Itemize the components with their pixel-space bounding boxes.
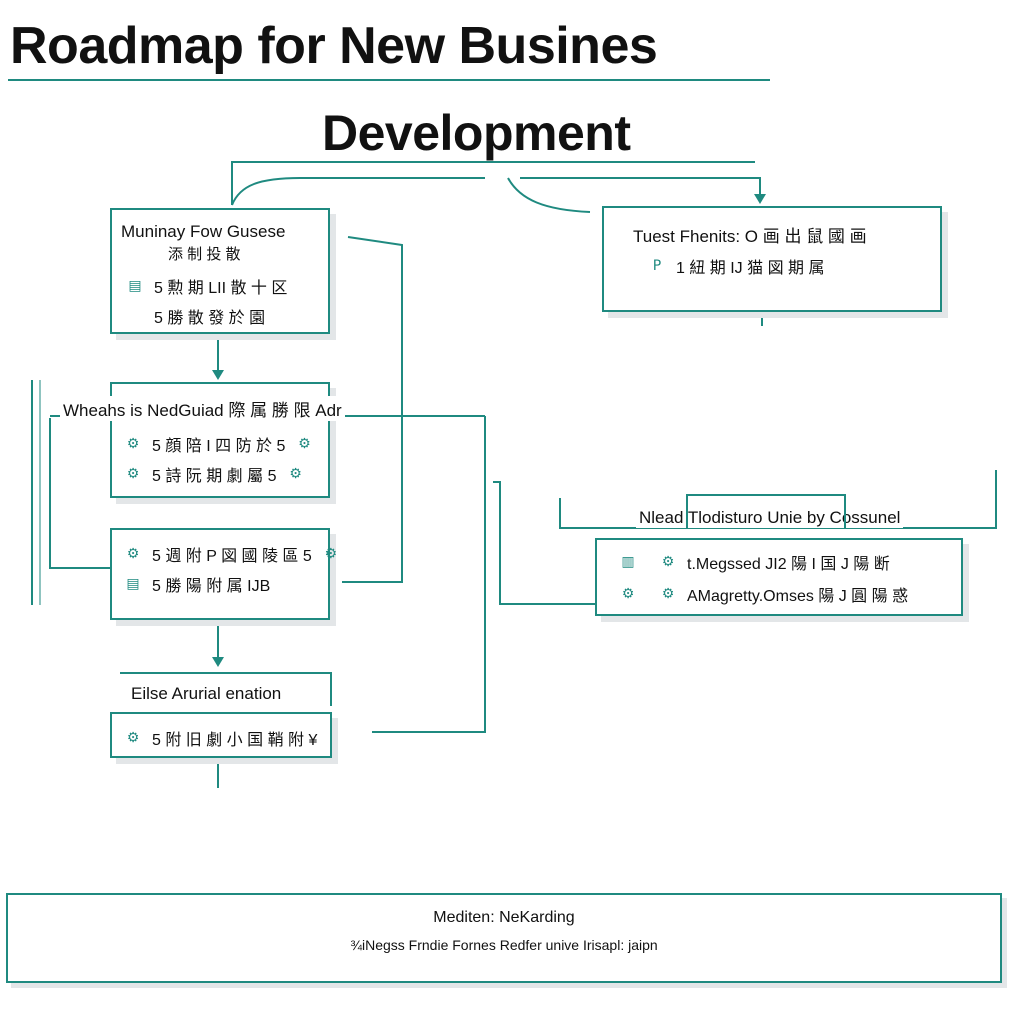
connector-title-right-curve [507, 177, 591, 213]
list-item: ⚙ ⚙ AMagretty.Omses 陽 J 圓 陽 惑 [619, 582, 908, 606]
list-item: ⚙ 5 週 附 P 図 國 陵 區 5 ⚙ [124, 542, 340, 566]
page-title-line2: Development [322, 105, 631, 161]
gear-icon: ⚙ [661, 586, 675, 602]
chart-icon: ▤ [128, 278, 142, 294]
box-mid-left-heading: Wheahs is NedGuiad 際 属 勝 限 Adr [60, 396, 345, 421]
box-top-right-heading: Tuest Fhenits: O 画 出 鼠 國 画 [630, 222, 870, 247]
footer-text: ¾iNegss Frndie Fornes Redfer unive Irisa… [350, 937, 658, 953]
box-lower-left: ⚙ 5 週 附 P 図 國 陵 區 5 ⚙ ▤ 5 勝 陽 附 属 IJB [110, 528, 337, 620]
footer-title: Mediten: NeKarding [433, 909, 575, 926]
heading-tab-frame [120, 672, 332, 706]
gear-icon: ⚙ [298, 436, 311, 452]
box-right-mid-heading: Nlead Tlodisturo Unie by Cossunel [636, 508, 904, 528]
box-top-left-heading: Muninay Fow Gusese [118, 222, 289, 242]
connector-to-top-right [520, 177, 761, 202]
box-bottom-left: ⚙ 5 附 旧 劇 小 国 鞘 附 ¥ [110, 712, 332, 758]
list-item: ⚙ 5 附 旧 劇 小 国 鞘 附 ¥ [124, 726, 318, 750]
box-top-right: Tuest Fhenits: O 画 出 鼠 國 画 P 1 紐 期 IJ 猫 … [602, 206, 942, 312]
connector-midleft-frame [49, 418, 110, 569]
gear-icon: ⚙ [126, 730, 140, 746]
box-mid-left: Wheahs is NedGuiad 際 属 勝 限 Adr ⚙ 5 顔 陪 I… [60, 382, 345, 498]
gear-icon: ⚙ [324, 546, 338, 562]
box-right-mid: ▥ ⚙ t.Megssed JI2 陽 I 国 J 陽 断 ⚙ ⚙ AMagre… [595, 538, 963, 616]
list-item: P 1 紐 期 IJ 猫 図 期 属 [648, 254, 825, 278]
list-item: ▥ ⚙ t.Megssed JI2 陽 I 国 J 陽 断 [619, 550, 890, 574]
list-item: 5 勝 散 發 於 園 [154, 304, 265, 328]
document-icon: ▥ [621, 554, 635, 570]
gear-icon: ⚙ [126, 466, 140, 482]
connector-title-left-curve [231, 177, 485, 206]
list-item-text: 5 附 旧 劇 小 国 鞘 附 ¥ [152, 732, 318, 749]
arrow-to-mid-left [212, 370, 224, 380]
gear-icon: ⚙ [661, 554, 675, 570]
list-item: ⚙ 5 詩 阮 期 劇 屬 5 ⚙ [124, 462, 304, 486]
list-item-text: 5 勝 陽 附 属 IJB [152, 578, 271, 595]
connector-midleft-right [372, 416, 486, 733]
footer-panel: Mediten: NeKarding ¾iNegss Frndie Fornes… [6, 893, 1002, 983]
box-top-left: Muninay Fow Gusese 添 制 投 散 ▤ 5 勲 期 LII 散… [110, 208, 330, 334]
list-item-text: 5 詩 阮 期 劇 屬 5 [152, 468, 277, 485]
connector-tl-right [342, 236, 403, 583]
list-item-text: t.Megssed JI2 陽 I 国 J 陽 断 [687, 556, 890, 573]
connector-title-bracket [231, 161, 755, 205]
list-item: ▤ 5 勝 陽 附 属 IJB [124, 572, 270, 596]
list-item: ▤ 5 勲 期 LII 散 十 区 [126, 274, 287, 298]
gear-icon: ⚙ [621, 586, 635, 602]
box-top-left-sub: 添 制 投 散 [168, 246, 241, 263]
list-item-text: 5 勲 期 LII 散 十 区 [154, 280, 288, 297]
gear-icon: ⚙ [126, 546, 140, 562]
page-title-line1: Roadmap for New Busines [10, 17, 658, 75]
arrow-to-bottom-left [212, 657, 224, 667]
list-item-text: AMagretty.Omses 陽 J 圓 陽 惑 [687, 588, 909, 605]
list-item-text: 5 顔 陪 I 四 防 於 5 [152, 438, 286, 455]
chart-icon: ▤ [126, 576, 140, 592]
box-bottom-left-heading: Eilse Arurial enation [128, 684, 285, 704]
list-item-text: 1 紐 期 IJ 猫 図 期 属 [676, 260, 825, 277]
list-item-text: 5 勝 散 發 於 園 [154, 310, 266, 327]
document-icon: P [652, 258, 662, 274]
gear-icon: ⚙ [126, 436, 140, 452]
gear-icon: ⚙ [289, 466, 302, 482]
heading-tab-frame [686, 494, 846, 528]
arrow-to-top-right [754, 194, 766, 204]
list-item: ⚙ 5 顔 陪 I 四 防 於 5 ⚙ [124, 432, 313, 456]
connector-to-right-mid [493, 481, 595, 605]
list-item-text: 5 週 附 P 図 國 陵 區 5 [152, 548, 312, 565]
